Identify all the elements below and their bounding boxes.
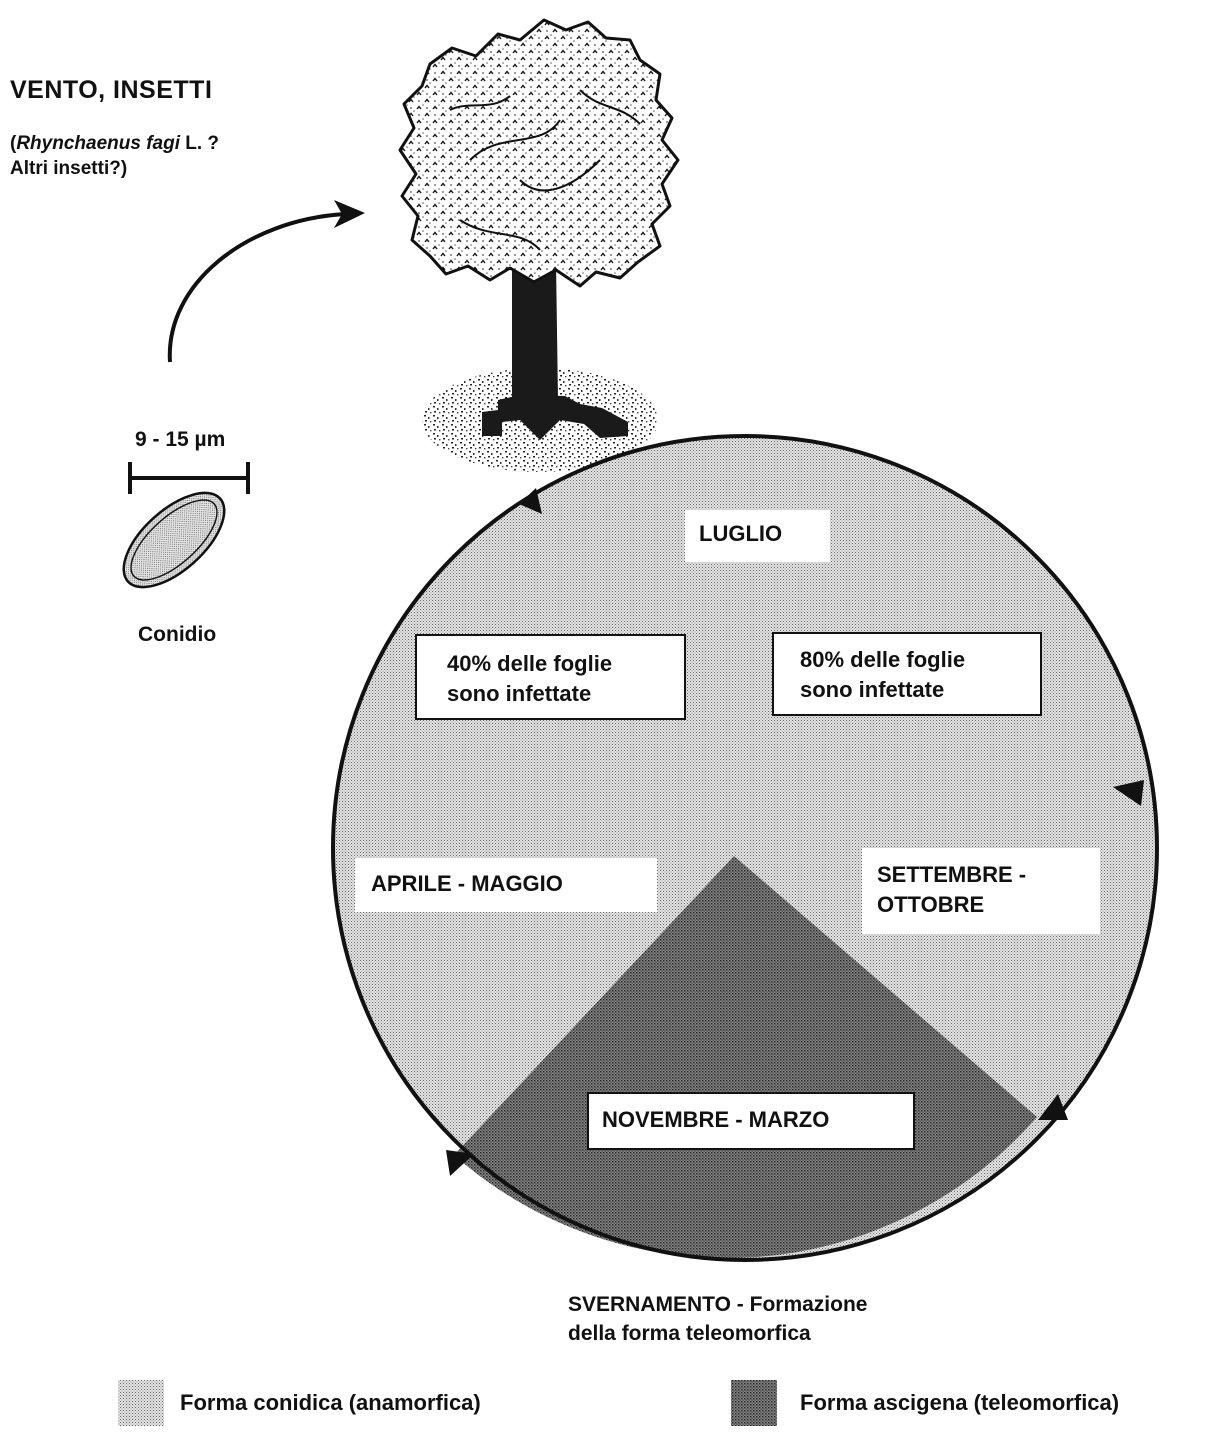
label-luglio-text: LUGLIO [699, 521, 782, 546]
label-novembre-marzo: NOVEMBRE - MARZO [587, 1092, 915, 1150]
infection-box-80-line1: 80% delle foglie [800, 645, 1040, 675]
vectors-note: (Rhynchaenus fagi L. ? Altri insetti?) [10, 131, 370, 181]
vectors-line2: Altri insetti?) [10, 158, 127, 179]
overwintering-note: SVERNAMENTO - Formazione della forma tel… [568, 1290, 867, 1348]
label-settembre-line1: SETTEMBRE - [877, 860, 1100, 890]
scale-label: 9 - 15 µm [135, 428, 225, 452]
conidium-icon [108, 476, 240, 604]
infection-box-80-line2: sono infettate [800, 675, 1040, 705]
label-settembre-line2: OTTOBRE [877, 890, 1100, 920]
vectors-species-rest: L. ? [180, 133, 219, 154]
beech-tree-icon [400, 20, 678, 472]
legend-swatch-anamorph [118, 1380, 164, 1426]
conidium-label: Conidio [138, 623, 216, 647]
label-luglio: LUGLIO [685, 510, 830, 562]
label-aprile-maggio-text: APRILE - MAGGIO [371, 871, 563, 896]
infection-box-40: 40% delle foglie sono infettate [415, 634, 686, 720]
scale-bar [130, 462, 248, 494]
label-settembre-ottobre: SETTEMBRE - OTTOBRE [862, 848, 1100, 934]
overwintering-line1: SVERNAMENTO - Formazione [568, 1290, 867, 1319]
infection-box-80: 80% delle foglie sono infettate [772, 632, 1042, 716]
legend-swatch-teleomorph [731, 1380, 777, 1426]
infection-box-40-line2: sono infettate [447, 679, 684, 709]
overwintering-line2: della forma teleomorfica [568, 1319, 867, 1348]
dispersal-arrow [170, 200, 365, 362]
legend-label-anamorph: Forma conidica (anamorfica) [180, 1390, 481, 1416]
vectors-title: VENTO, INSETTI [10, 76, 212, 105]
vectors-species: Rhynchaenus fagi [16, 133, 180, 154]
legend-label-teleomorph: Forma ascigena (teleomorfica) [800, 1390, 1119, 1416]
label-aprile-maggio: APRILE - MAGGIO [355, 858, 657, 912]
label-novembre-marzo-text: NOVEMBRE - MARZO [602, 1107, 829, 1132]
infection-box-40-line1: 40% delle foglie [447, 649, 684, 679]
